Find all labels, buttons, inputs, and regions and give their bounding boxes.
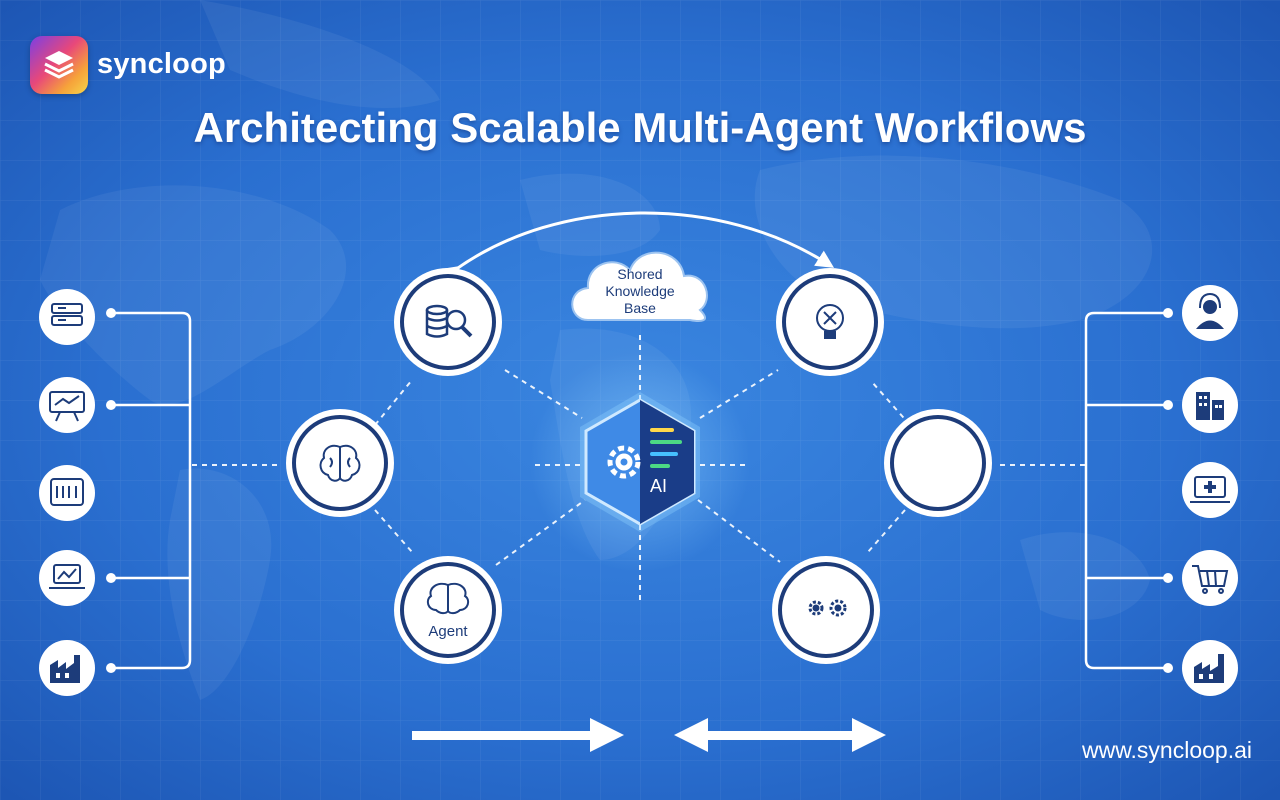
brain-chip-icon — [816, 304, 844, 339]
website-url[interactable]: www.syncloop.ai — [1081, 737, 1252, 763]
brain-icon — [426, 582, 470, 615]
dashed-connections — [192, 335, 1085, 605]
left-source-presentation — [39, 377, 95, 433]
shared-knowledge-base-cloud — [571, 251, 708, 322]
dashboard-icon — [50, 478, 84, 506]
factory-icon — [50, 655, 80, 683]
left-source-factory — [39, 640, 95, 696]
code-lines-icon — [650, 428, 682, 468]
database-search-icon — [425, 304, 473, 338]
shopping-cart-icon — [1192, 565, 1229, 594]
bottom-right-arrow — [412, 718, 624, 752]
agent-node-gears — [772, 556, 880, 664]
brand-name: syncloop — [97, 48, 226, 80]
agent-node-data-search — [394, 268, 502, 376]
right-bracket — [1084, 311, 1168, 670]
gear-icon — [607, 445, 641, 479]
cloud-label-line2: Knowledge — [605, 283, 675, 299]
ai-hub: AI — [580, 392, 700, 532]
left-bracket — [111, 311, 192, 670]
layers-icon — [44, 51, 74, 79]
server-icon — [51, 303, 83, 326]
laptop-chart-icon — [49, 564, 85, 589]
shared-knowledge-base-label: Shored Knowledge Base — [585, 266, 695, 317]
building-icon — [1196, 392, 1224, 420]
page-title: Architecting Scalable Multi-Agent Workfl… — [193, 104, 1087, 151]
left-source-server — [39, 289, 95, 345]
hub-label: AI — [650, 476, 667, 496]
medical-laptop-icon — [1190, 476, 1230, 503]
right-target-support — [1182, 285, 1238, 341]
agent-node-agent: Agent — [394, 556, 502, 664]
right-target-medical — [1182, 462, 1238, 518]
agent-node-brain — [286, 409, 394, 517]
bottom-double-arrow — [674, 718, 886, 752]
support-agent-icon — [1196, 292, 1224, 329]
right-target-building — [1182, 377, 1238, 433]
left-source-laptop-chart — [39, 550, 95, 606]
syncloop-logo — [30, 36, 88, 94]
brain-icon — [319, 444, 361, 482]
agent-node-analytics — [776, 268, 884, 376]
right-target-factory — [1182, 640, 1238, 696]
agent-node-blank — [884, 409, 992, 517]
left-source-dashboard — [39, 465, 95, 521]
factory-icon — [1194, 654, 1224, 683]
cloud-label-line3: Base — [624, 300, 656, 316]
right-target-cart — [1182, 550, 1238, 606]
top-arc-arrow — [440, 211, 835, 284]
agent-label: Agent — [428, 623, 468, 640]
gears-icon — [808, 599, 847, 617]
presentation-icon — [49, 391, 85, 422]
cloud-label-line1: Shored — [617, 266, 663, 282]
